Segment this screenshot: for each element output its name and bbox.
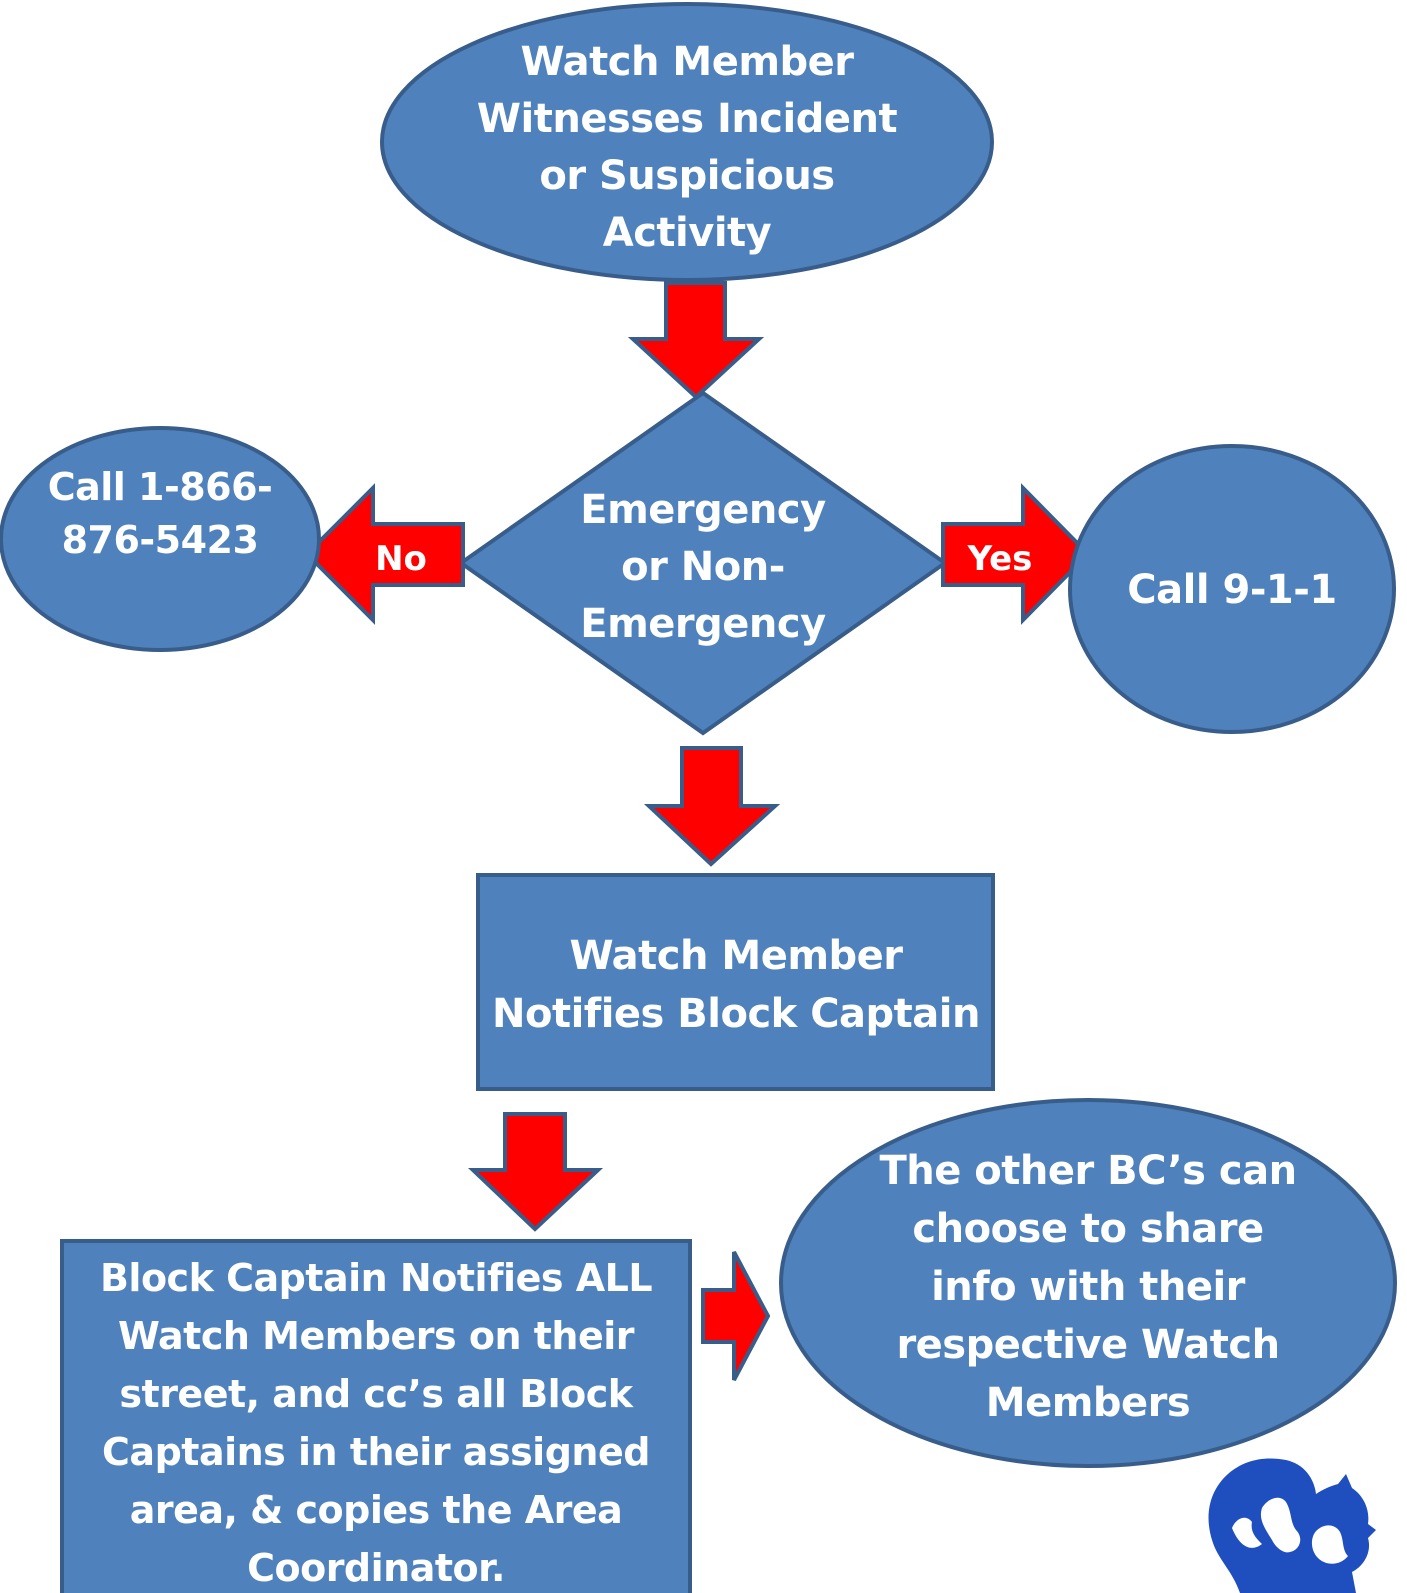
- yes-arrow-label: Yes: [967, 539, 1033, 579]
- block-captain-notifies-all-node-shape: [60, 1239, 692, 1593]
- decision-node-text: Emergency or Non- Emergency: [580, 487, 826, 647]
- arrow-down-2: [643, 746, 781, 867]
- block-captain-notifies-all-node-text: Block Captain Notifies ALL Watch Members …: [100, 1256, 652, 1590]
- other-bcs-line: respective Watch: [896, 1322, 1279, 1368]
- notify-bc-line: Notifies Block Captain: [492, 991, 980, 1037]
- yes-call-line: Call 9-1-1: [1127, 567, 1336, 613]
- notify-bc-line: Watch Member: [569, 933, 903, 979]
- decision-line: or Non-: [621, 544, 785, 590]
- bc-notifies-all-line: Block Captain Notifies ALL: [100, 1256, 652, 1300]
- notify-block-captain-node-shape: [476, 873, 995, 1091]
- bc-notifies-all-line: Captains in their assigned: [102, 1430, 650, 1474]
- other-bcs-line: choose to share: [912, 1206, 1263, 1252]
- arrow-down-1: [627, 281, 765, 400]
- neighbourhood-watch-logo-icon: [1208, 1458, 1376, 1593]
- other-bcs-line: Members: [986, 1380, 1190, 1426]
- yes-arrow-shape: [941, 483, 1091, 625]
- other-bcs-line: info with their: [931, 1264, 1246, 1310]
- bc-notifies-all-line: Coordinator.: [247, 1546, 505, 1590]
- decision-line: Emergency: [580, 487, 826, 533]
- start-line: Watch Member: [520, 39, 854, 85]
- bc-notifies-all-line: area, & copies the Area: [130, 1488, 623, 1532]
- decision-line: Emergency: [580, 601, 826, 647]
- arrow-right-small: [701, 1251, 771, 1381]
- start-line: Activity: [603, 210, 772, 256]
- no-call-node: Call 1-866- 876-5423: [0, 426, 321, 652]
- start-line: Witnesses Incident: [477, 96, 898, 142]
- other-block-captains-node-text: The other BC’s can choose to share info wi…: [879, 1148, 1296, 1426]
- start-line: or Suspicious: [539, 153, 834, 199]
- no-arrow-label: No: [375, 539, 427, 579]
- no-arrow: No: [304, 483, 465, 625]
- yes-call-node-text: Call 9-1-1: [1127, 567, 1336, 613]
- other-block-captains-node: The other BC’s can choose to share info wi…: [779, 1098, 1397, 1468]
- bc-notifies-all-line: street, and cc’s all Block: [119, 1372, 633, 1416]
- start-node-shape: [380, 2, 994, 282]
- decision-node-shape: [457, 390, 949, 736]
- no-call-line: 876-5423: [62, 518, 259, 562]
- no-call-line: Call 1-866-: [48, 465, 273, 509]
- block-captain-notifies-all-node: Block Captain Notifies ALL Watch Members …: [60, 1239, 692, 1593]
- arrow-down-3: [467, 1112, 604, 1232]
- no-call-node-text: Call 1-866- 876-5423: [48, 465, 273, 562]
- yes-arrow: Yes: [941, 483, 1091, 625]
- decision-node: Emergency or Non- Emergency: [457, 390, 949, 736]
- other-bcs-line: The other BC’s can: [879, 1148, 1296, 1194]
- yes-call-node: Call 9-1-1: [1068, 444, 1396, 734]
- bc-notifies-all-line: Watch Members on their: [118, 1314, 635, 1358]
- no-call-node-shape: [0, 426, 321, 652]
- no-arrow-shape: [304, 483, 465, 625]
- yes-call-node-shape: [1068, 444, 1396, 734]
- other-block-captains-node-shape: [779, 1098, 1397, 1468]
